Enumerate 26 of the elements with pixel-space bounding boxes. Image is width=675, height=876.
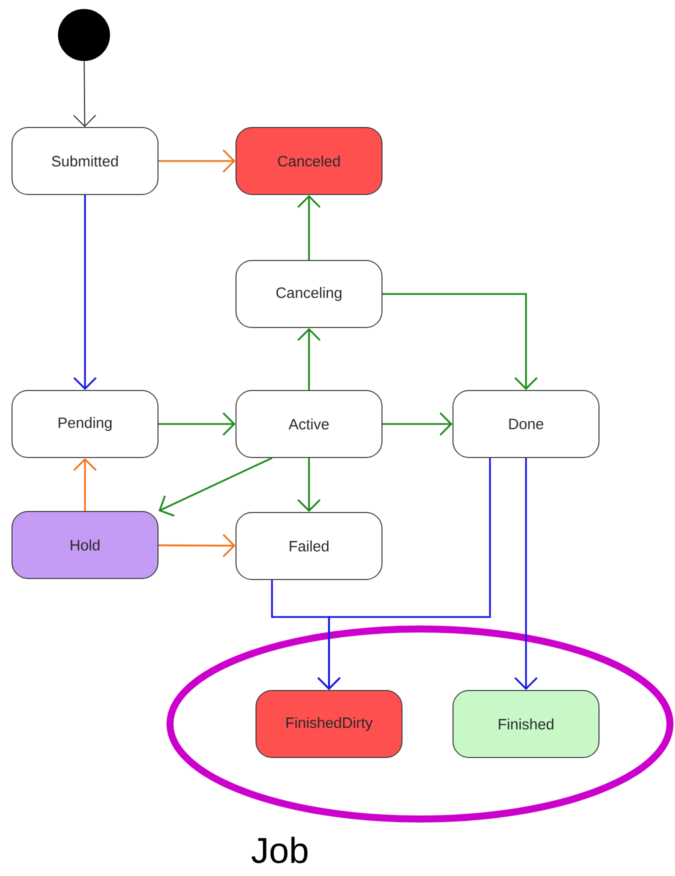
arrow xyxy=(382,293,538,390)
arrow xyxy=(297,458,321,512)
arrow xyxy=(514,458,538,690)
arrow xyxy=(158,457,272,517)
arrow xyxy=(158,534,236,558)
state-box: Hold xyxy=(12,511,158,579)
arrow xyxy=(382,412,452,436)
arrow xyxy=(73,195,97,390)
arrow xyxy=(297,328,321,390)
state-box: Canceling xyxy=(236,260,382,328)
arrow xyxy=(317,458,491,690)
diagram-label: Job xyxy=(252,836,308,864)
state-box: Done xyxy=(452,390,600,458)
initial-state xyxy=(58,9,110,62)
state-box: Finished xyxy=(452,690,600,758)
arrow xyxy=(297,195,321,260)
arrow xyxy=(73,60,96,128)
state-box: Submitted xyxy=(12,127,158,195)
arrow xyxy=(158,149,236,173)
arrow xyxy=(158,412,236,436)
state-box: FinishedDirty xyxy=(256,690,402,758)
state-box: Failed xyxy=(236,512,382,580)
state-box: Pending xyxy=(12,390,158,458)
state-box: Canceled xyxy=(236,127,382,195)
arrow xyxy=(73,458,97,511)
state-box: Active xyxy=(236,390,382,458)
